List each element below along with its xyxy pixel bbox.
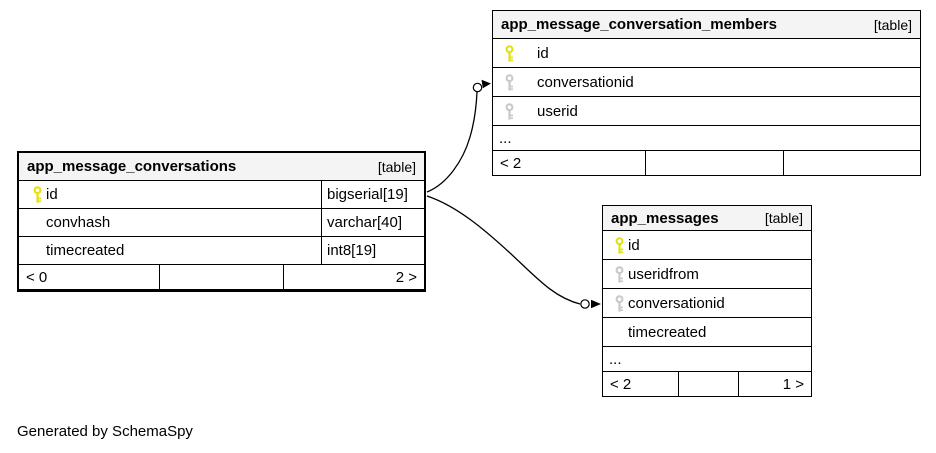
table-app-message-conversation-members[interactable]: app_message_conversation_members [table]… [492,10,921,176]
foreign-key-icon [504,102,515,120]
fk-edge-conversations-to-messages [426,195,581,305]
stats-spacer [645,151,782,175]
table-name: app_message_conversation_members [501,16,777,33]
column-name: userid [537,102,578,120]
column-name: timecreated [46,242,125,259]
table-header: app_messages [table] [603,206,811,231]
column-type: varchar[40] [321,209,424,236]
arrowhead-icon [481,79,491,89]
table-name: app_message_conversations [27,158,237,175]
table-tag: [table] [873,16,912,33]
children-count: < 2 [500,154,522,172]
table-header: app_message_conversation_members [table] [493,11,920,39]
column-row-conversationid[interactable]: conversationid [493,68,920,97]
table-stats-footer: < 0 2 > [19,265,424,289]
stats-spacer [158,265,284,289]
cardinality-circle-icon [472,82,483,93]
column-row-useridfrom[interactable]: useridfrom [603,260,811,289]
table-stats-footer: < 2 1 > [603,372,811,396]
column-row-timecreated[interactable]: timecreated int8[19] [19,237,424,265]
children-count: < 0 [26,268,48,286]
parents-count: 2 > [283,265,424,289]
table-name: app_messages [611,209,719,227]
column-name: conversationid [628,294,725,312]
column-row-id[interactable]: id [603,231,811,260]
column-name: useridfrom [628,265,699,283]
column-name: id [46,186,58,203]
foreign-key-icon [504,73,515,91]
column-row-userid[interactable]: userid [493,97,920,126]
column-type: int8[19] [321,237,424,264]
column-name: id [628,236,640,254]
cardinality-circle-icon [580,299,590,309]
arrowhead-icon [591,299,601,309]
column-row-conversationid[interactable]: conversationid [603,289,811,318]
table-stats-footer: < 2 [493,151,920,175]
children-count: < 2 [610,375,632,393]
fk-edge-conversations-to-members [426,91,478,193]
foreign-key-icon [614,294,625,312]
column-name: convhash [46,214,111,231]
more-columns-ellipsis[interactable]: ... [493,126,920,151]
stats-spacer [678,372,737,396]
foreign-key-icon [614,265,625,283]
generated-by-text: Generated by SchemaSpy [17,423,193,440]
more-columns-ellipsis[interactable]: ... [603,347,811,372]
column-row-id[interactable]: id [493,39,920,68]
table-tag: [table] [377,158,416,175]
column-name: id [537,44,549,62]
parents-count: 1 > [737,372,811,396]
column-name: timecreated [628,323,707,341]
table-header: app_message_conversations [table] [19,153,424,181]
primary-key-icon [32,186,43,203]
column-row-timecreated[interactable]: timecreated [603,318,811,347]
table-tag: [table] [764,210,803,226]
table-app-messages[interactable]: app_messages [table] id useridfrom conve… [602,205,812,397]
column-row-id[interactable]: id bigserial[19] [19,181,424,209]
parents-count [782,151,920,175]
column-name: conversationid [537,73,634,91]
column-type: bigserial[19] [321,181,424,208]
column-row-convhash[interactable]: convhash varchar[40] [19,209,424,237]
primary-key-icon [504,44,515,62]
table-app-message-conversations[interactable]: app_message_conversations [table] id big… [17,151,426,292]
primary-key-icon [614,236,625,254]
